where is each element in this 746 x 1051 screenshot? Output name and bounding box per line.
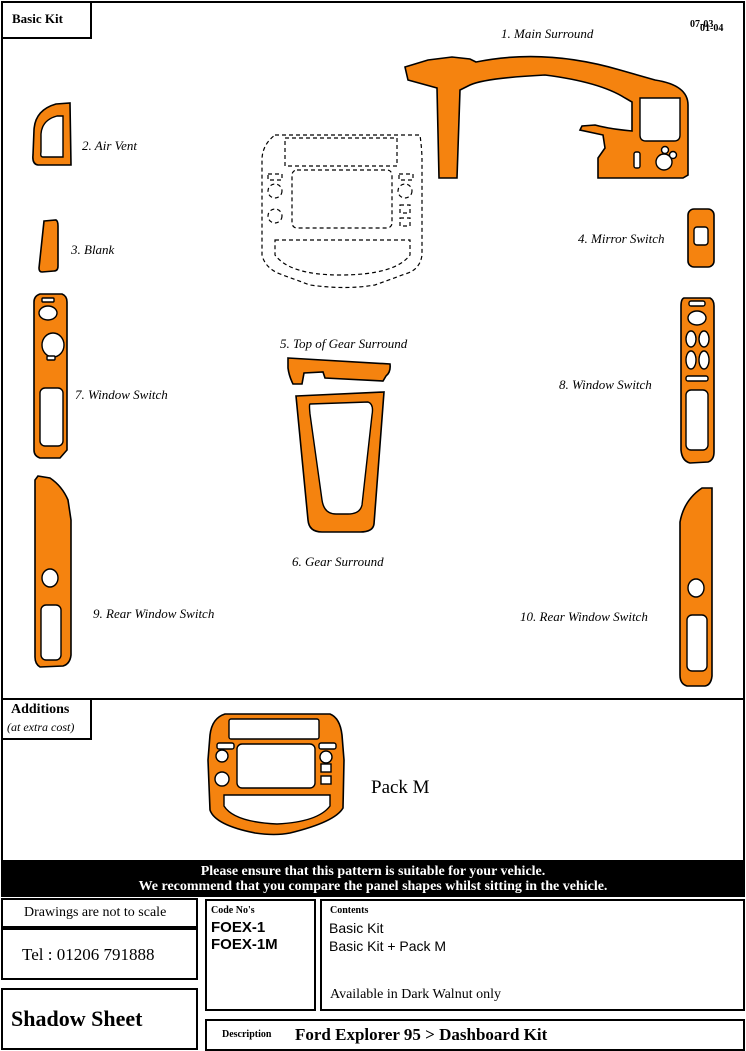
additions-title: Additions bbox=[11, 702, 70, 717]
phone-number: Tel : 01206 791888 bbox=[22, 945, 155, 964]
revision-code-b: 01-04 bbox=[700, 23, 724, 34]
sheet-title-box bbox=[1, 988, 198, 1050]
kit-label-tag bbox=[1, 1, 92, 39]
description-text: Ford Explorer 95 > Dashboard Kit bbox=[295, 1025, 548, 1044]
description-heading: Description bbox=[222, 1029, 272, 1040]
codes-heading: Code No's bbox=[211, 905, 255, 916]
main-surround-part bbox=[404, 55, 689, 179]
part-label-mirror-switch: 4. Mirror Switch bbox=[578, 231, 665, 246]
reference-console-outline bbox=[261, 134, 423, 289]
notice-line-2: We recommend that you compare the panel … bbox=[138, 879, 608, 894]
kit-label: Basic Kit bbox=[12, 11, 63, 26]
additions-tag bbox=[1, 698, 92, 740]
contents-heading: Contents bbox=[330, 905, 369, 916]
contents-box bbox=[320, 899, 745, 1011]
rear-window-switch-right-part bbox=[679, 487, 713, 687]
basic-kit-panel bbox=[1, 1, 745, 700]
part-label-rear-window-switch-right: 10. Rear Window Switch bbox=[520, 609, 648, 624]
air-vent-part bbox=[32, 102, 72, 166]
scale-note: Drawings are not to scale bbox=[24, 905, 167, 920]
additions-panel bbox=[1, 698, 745, 862]
codes-box bbox=[205, 899, 316, 1011]
sheet-title: Shadow Sheet bbox=[11, 1006, 143, 1031]
pack-m-part bbox=[207, 713, 345, 836]
notice-line-1: Please ensure that this pattern is suita… bbox=[200, 864, 546, 879]
availability-note: Available in Dark Walnut only bbox=[330, 987, 501, 1002]
scale-note-box bbox=[1, 898, 198, 928]
part-label-air-vent: 2. Air Vent bbox=[82, 138, 138, 153]
top-of-gear-surround-part bbox=[287, 357, 391, 385]
description-box bbox=[205, 1019, 745, 1051]
contents-basic-kit-pack-m: Basic Kit + Pack M bbox=[329, 938, 447, 954]
part-label-main-surround: 1. Main Surround bbox=[501, 26, 594, 41]
gear-surround-part bbox=[295, 391, 385, 533]
part-label-rear-window-switch-left: 9. Rear Window Switch bbox=[93, 606, 215, 621]
revision-code-a: 07-03 bbox=[690, 19, 714, 30]
window-switch-right-part bbox=[680, 297, 715, 464]
pack-m-label: Pack M bbox=[371, 777, 430, 798]
part-label-top-of-gear-surround: 5. Top of Gear Surround bbox=[280, 336, 408, 351]
phone-box bbox=[1, 928, 198, 980]
rear-window-switch-left-part bbox=[34, 475, 72, 668]
code-foex-1m: FOEX-1M bbox=[211, 936, 278, 953]
window-switch-left-part bbox=[33, 293, 68, 459]
code-foex-1: FOEX-1 bbox=[211, 919, 266, 936]
additions-subtitle: (at extra cost) bbox=[7, 720, 75, 734]
part-label-window-switch-left: 7. Window Switch bbox=[75, 387, 168, 402]
part-label-window-switch-right: 8. Window Switch bbox=[559, 377, 652, 392]
part-label-blank: 3. Blank bbox=[71, 242, 115, 257]
part-label-gear-surround: 6. Gear Surround bbox=[292, 554, 384, 569]
notice-bar: Please ensure that this pattern is suita… bbox=[1, 861, 745, 897]
mirror-switch-part bbox=[687, 208, 715, 268]
blank-part bbox=[38, 219, 59, 273]
contents-basic-kit: Basic Kit bbox=[329, 920, 384, 936]
